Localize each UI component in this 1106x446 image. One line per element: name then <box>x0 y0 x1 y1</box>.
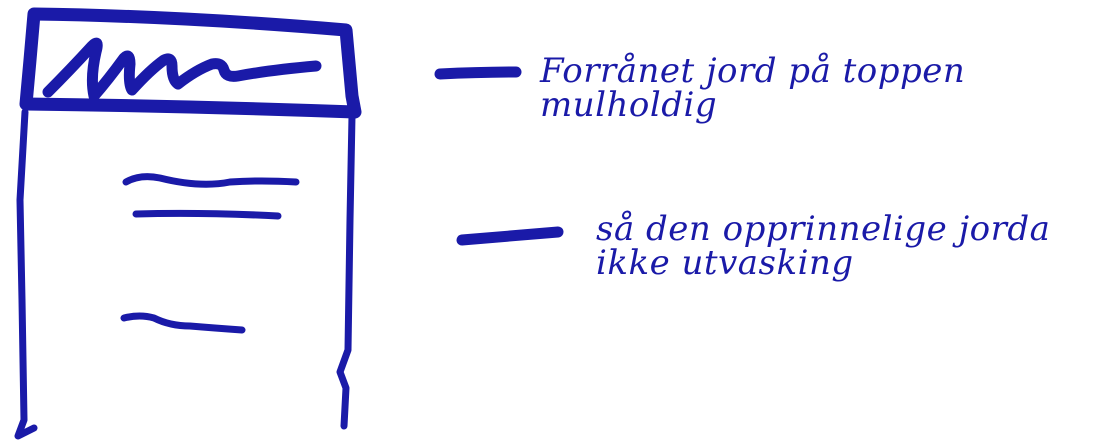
topsoil-label-line-2: mulholdig <box>540 88 965 122</box>
profile-right-wall <box>340 116 352 426</box>
subsoil-label: så den opprinnelige jorda ikke utvasking <box>596 212 1050 280</box>
topsoil-squiggle <box>48 43 316 96</box>
subsoil-label-line-2: ikke utvasking <box>596 246 1050 280</box>
horizon-line-3 <box>124 316 242 330</box>
horizon-line-1 <box>126 177 296 185</box>
topsoil-label: Forrånet jord på toppen mulholdig <box>540 54 965 122</box>
pointer-bottom <box>462 232 558 240</box>
horizon-line-2 <box>136 213 278 216</box>
profile-left-wall <box>18 112 34 436</box>
pointer-top <box>440 72 516 74</box>
subsoil-label-line-1: så den opprinnelige jorda <box>596 212 1050 246</box>
topsoil-label-line-1: Forrånet jord på toppen <box>540 54 965 88</box>
